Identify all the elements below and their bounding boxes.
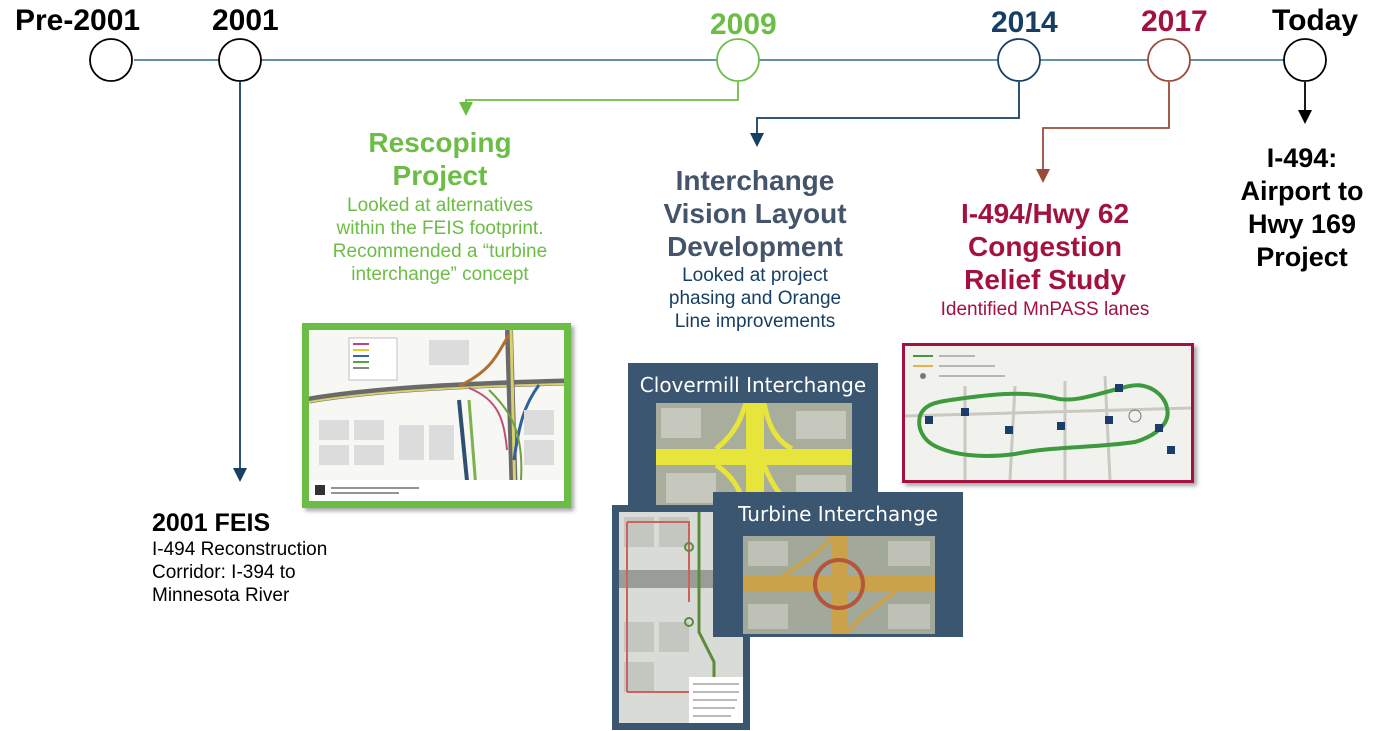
- feis-title: 2001 FEIS: [152, 509, 271, 537]
- feis-line-1: I-494 Reconstruction: [152, 539, 328, 560]
- congestion-title-1: I-494/Hwy 62: [960, 198, 1130, 229]
- milestone-circle-pre2001: [89, 38, 133, 82]
- clovermill-interchange-image: Clovermill Interchange: [628, 363, 878, 513]
- connector-2017: [1042, 82, 1170, 170]
- today-title-4: Project: [1256, 242, 1348, 272]
- rescoping-title-2: Project: [392, 160, 488, 191]
- turbine-interchange-image: Turbine Interchange: [713, 492, 963, 637]
- vision-title-2: Vision Layout: [663, 198, 847, 229]
- milestone-circle-2017: [1147, 38, 1191, 82]
- vision-title-1: Interchange: [675, 165, 835, 196]
- event-rescoping: Rescoping Project Looked at alternatives…: [290, 126, 590, 286]
- milestone-circle-2009: [716, 38, 760, 82]
- milestone-label-2014: 2014: [991, 6, 1058, 39]
- milestone-circle-2014: [997, 38, 1041, 82]
- arrowhead-2017: [1036, 169, 1050, 183]
- feis-line-2: Corridor: I-394 to: [152, 562, 296, 583]
- event-today: I-494: Airport to Hwy 169 Project: [1222, 142, 1382, 274]
- milestone-circle-2001: [218, 38, 262, 82]
- vision-title-3: Development: [667, 231, 843, 262]
- vision-line-2: phasing and Orange: [668, 288, 842, 309]
- vision-line-1: Looked at project: [682, 265, 828, 286]
- rescoping-title-1: Rescoping: [368, 127, 512, 158]
- congestion-subtitle: Identified MnPASS lanes: [940, 299, 1150, 320]
- rescoping-line-1: Looked at alternatives: [347, 195, 533, 216]
- connector-2009: [465, 82, 739, 104]
- event-vision: Interchange Vision Layout Development Lo…: [600, 164, 910, 333]
- event-feis: 2001 FEIS I-494 Reconstruction Corridor:…: [152, 508, 412, 607]
- milestone-circle-today: [1283, 38, 1327, 82]
- clovermill-label: Clovermill Interchange: [639, 373, 867, 397]
- arrowhead-2014: [750, 133, 764, 147]
- milestone-label-2001: 2001: [212, 4, 279, 37]
- event-congestion: I-494/Hwy 62 Congestion Relief Study Ide…: [895, 197, 1195, 321]
- turbine-label: Turbine Interchange: [738, 502, 938, 526]
- mnpass-corridor-map-image: [902, 343, 1194, 483]
- rescoping-line-4: interchange” concept: [351, 264, 529, 285]
- rescoping-line-2: within the FEIS footprint.: [336, 218, 544, 239]
- congestion-title-3: Relief Study: [964, 264, 1126, 295]
- vision-line-3: Line improvements: [674, 311, 836, 332]
- today-title-1: I-494:: [1266, 143, 1338, 173]
- connector-2014: [756, 82, 1020, 133]
- arrowhead-2001: [233, 468, 247, 482]
- arrowhead-2009: [459, 102, 473, 116]
- milestone-label-2009: 2009: [710, 8, 777, 41]
- milestone-label-pre2001: Pre-2001: [15, 4, 141, 37]
- milestone-label-2017: 2017: [1141, 5, 1208, 38]
- today-title-3: Hwy 169: [1247, 209, 1357, 239]
- arrowhead-today: [1298, 110, 1312, 124]
- congestion-title-2: Congestion: [968, 231, 1122, 262]
- interchange-layout-drawing-image: [302, 323, 571, 508]
- rescoping-line-3: Recommended a “turbine: [332, 241, 548, 262]
- feis-line-3: Minnesota River: [152, 585, 290, 606]
- today-title-2: Airport to: [1240, 176, 1364, 206]
- milestone-label-today: Today: [1272, 4, 1359, 37]
